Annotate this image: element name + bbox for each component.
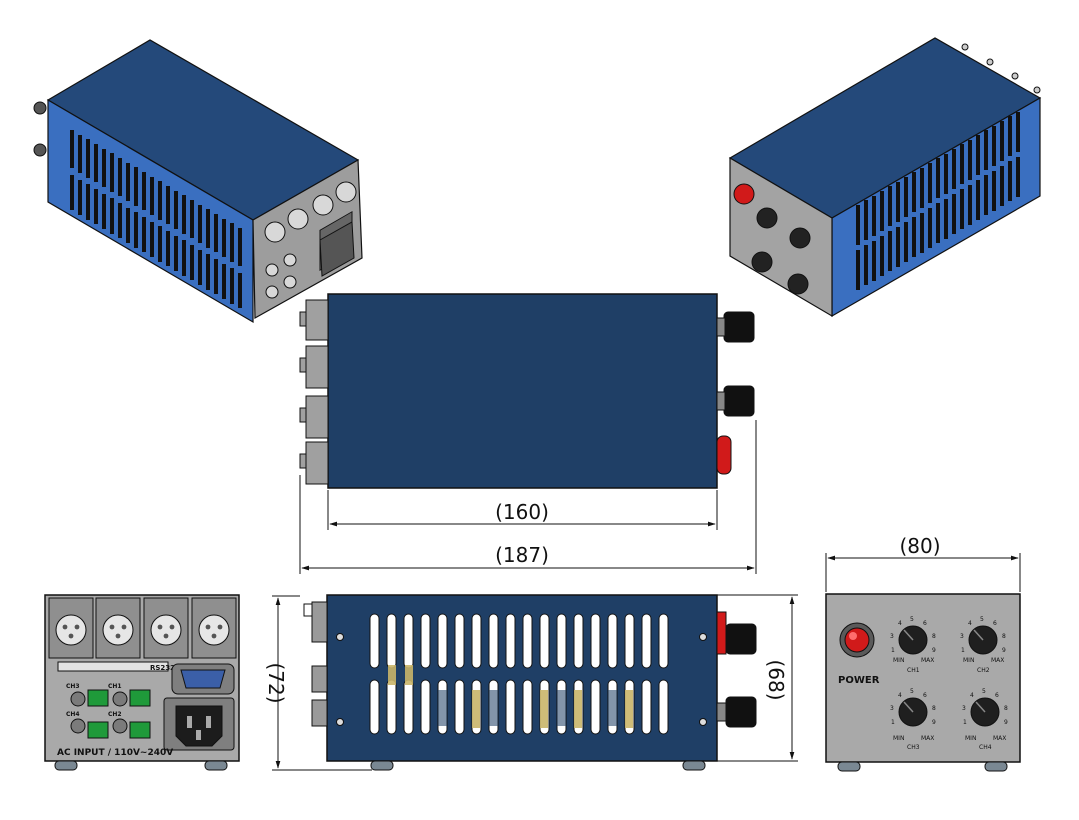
svg-text:3: 3 [960, 633, 964, 640]
svg-text:MIN: MIN [963, 657, 974, 664]
svg-text:6: 6 [993, 620, 997, 627]
knob-ch1: 1 3 4 5 6 8 9 MIN MAX CH1 [890, 616, 936, 674]
svg-text:4: 4 [970, 692, 974, 699]
svg-text:3: 3 [962, 705, 966, 712]
svg-text:5: 5 [910, 688, 914, 695]
top-view [299, 293, 755, 489]
svg-text:4: 4 [898, 692, 902, 699]
rear-view: RS232 CH3 CH4 CH1 CH2 AC INPUT / 110V~24… [44, 594, 240, 771]
svg-text:9: 9 [1004, 719, 1008, 726]
dimension-160: (160) [327, 490, 718, 530]
svg-text:9: 9 [932, 719, 936, 726]
svg-text:4: 4 [968, 620, 972, 627]
svg-text:CH2: CH2 [977, 667, 990, 674]
svg-text:8: 8 [1004, 705, 1008, 712]
svg-text:5: 5 [982, 688, 986, 695]
svg-text:MAX: MAX [991, 657, 1004, 664]
svg-text:MAX: MAX [993, 735, 1006, 742]
knob-ch3: 1 3 4 5 6 8 9 MIN MAX CH3 [890, 688, 936, 751]
side-view [303, 594, 757, 771]
dimension-72: (72) [264, 595, 372, 771]
isometric-view-rear [33, 39, 363, 324]
iec-power-inlet [163, 697, 235, 751]
svg-text:9: 9 [932, 647, 936, 654]
svg-text:4: 4 [898, 620, 902, 627]
svg-text:MIN: MIN [893, 657, 904, 664]
rear-ch1-label: CH1 [108, 683, 122, 690]
svg-text:1: 1 [891, 719, 895, 726]
svg-text:MAX: MAX [921, 735, 934, 742]
svg-text:6: 6 [923, 692, 927, 699]
svg-text:5: 5 [980, 616, 984, 623]
rear-ch4-label: CH4 [66, 711, 80, 718]
svg-text:1: 1 [891, 647, 895, 654]
svg-text:6: 6 [923, 620, 927, 627]
svg-text:1: 1 [963, 719, 967, 726]
dimension-label-187: (187) [495, 543, 549, 567]
isometric-view-front [728, 37, 1042, 318]
dimension-68: (68) [705, 594, 798, 762]
svg-text:3: 3 [890, 705, 894, 712]
rs232-label: RS232 [150, 664, 175, 672]
svg-text:3: 3 [890, 633, 894, 640]
svg-text:CH4: CH4 [979, 744, 992, 751]
svg-text:CH3: CH3 [907, 744, 920, 751]
dimension-187: (187) [299, 420, 757, 574]
svg-text:MIN: MIN [893, 735, 904, 742]
dimension-label-160: (160) [495, 500, 549, 524]
svg-text:CH1: CH1 [907, 667, 920, 674]
svg-text:5: 5 [910, 616, 914, 623]
power-label: POWER [838, 675, 880, 686]
db9-connector [171, 663, 235, 695]
svg-text:MIN: MIN [965, 735, 976, 742]
dimension-label-72: (72) [264, 662, 288, 703]
svg-text:MAX: MAX [921, 657, 934, 664]
svg-text:8: 8 [932, 705, 936, 712]
dimension-80: (80) [825, 534, 1021, 592]
svg-text:1: 1 [961, 647, 965, 654]
knob-ch2: 1 3 4 5 6 8 9 MIN MAX CH2 [960, 616, 1006, 674]
rear-ch3-label: CH3 [66, 683, 80, 690]
svg-text:8: 8 [932, 633, 936, 640]
svg-text:8: 8 [1002, 633, 1006, 640]
svg-text:6: 6 [995, 692, 999, 699]
rear-ch2-label: CH2 [108, 711, 122, 718]
svg-text:9: 9 [1002, 647, 1006, 654]
dimension-label-80: (80) [899, 534, 940, 558]
front-view: POWER 1 3 4 5 6 8 9 MIN MAX CH1 1 3 4 5 … [825, 593, 1021, 772]
dimension-label-68: (68) [764, 659, 788, 700]
knob-ch4: 1 3 4 5 6 8 9 MIN MAX CH4 [962, 688, 1008, 751]
ac-input-label: AC INPUT / 110V~240V [57, 748, 173, 758]
power-button [839, 622, 875, 658]
